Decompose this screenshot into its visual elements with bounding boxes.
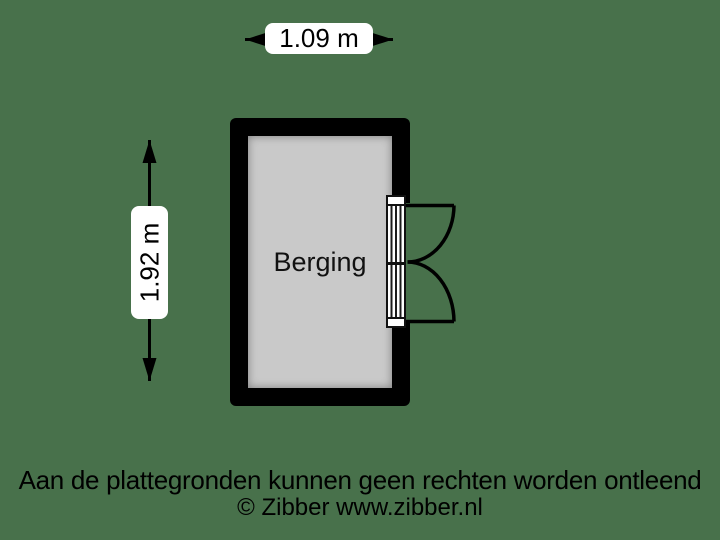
width-dimension-value: 1.09 m bbox=[279, 23, 359, 53]
door-swing-arcs bbox=[406, 203, 456, 324]
room-floor: Berging bbox=[248, 136, 392, 388]
width-dimension-label: 1.09 m bbox=[265, 23, 373, 54]
copyright-text: © Zibber www.zibber.nl bbox=[237, 494, 483, 521]
disclaimer-text: Aan de plattegronden kunnen geen rechten… bbox=[18, 465, 702, 495]
door-leaves-meeting-line bbox=[388, 262, 404, 265]
room-walls: Berging bbox=[230, 118, 411, 406]
height-dimension-label: 1.92 m bbox=[131, 206, 168, 319]
door-leaf-stripes bbox=[388, 204, 404, 319]
height-dimension-value: 1.92 m bbox=[134, 222, 164, 303]
door-frame-icon bbox=[386, 195, 406, 328]
room-label: Berging bbox=[273, 246, 367, 277]
